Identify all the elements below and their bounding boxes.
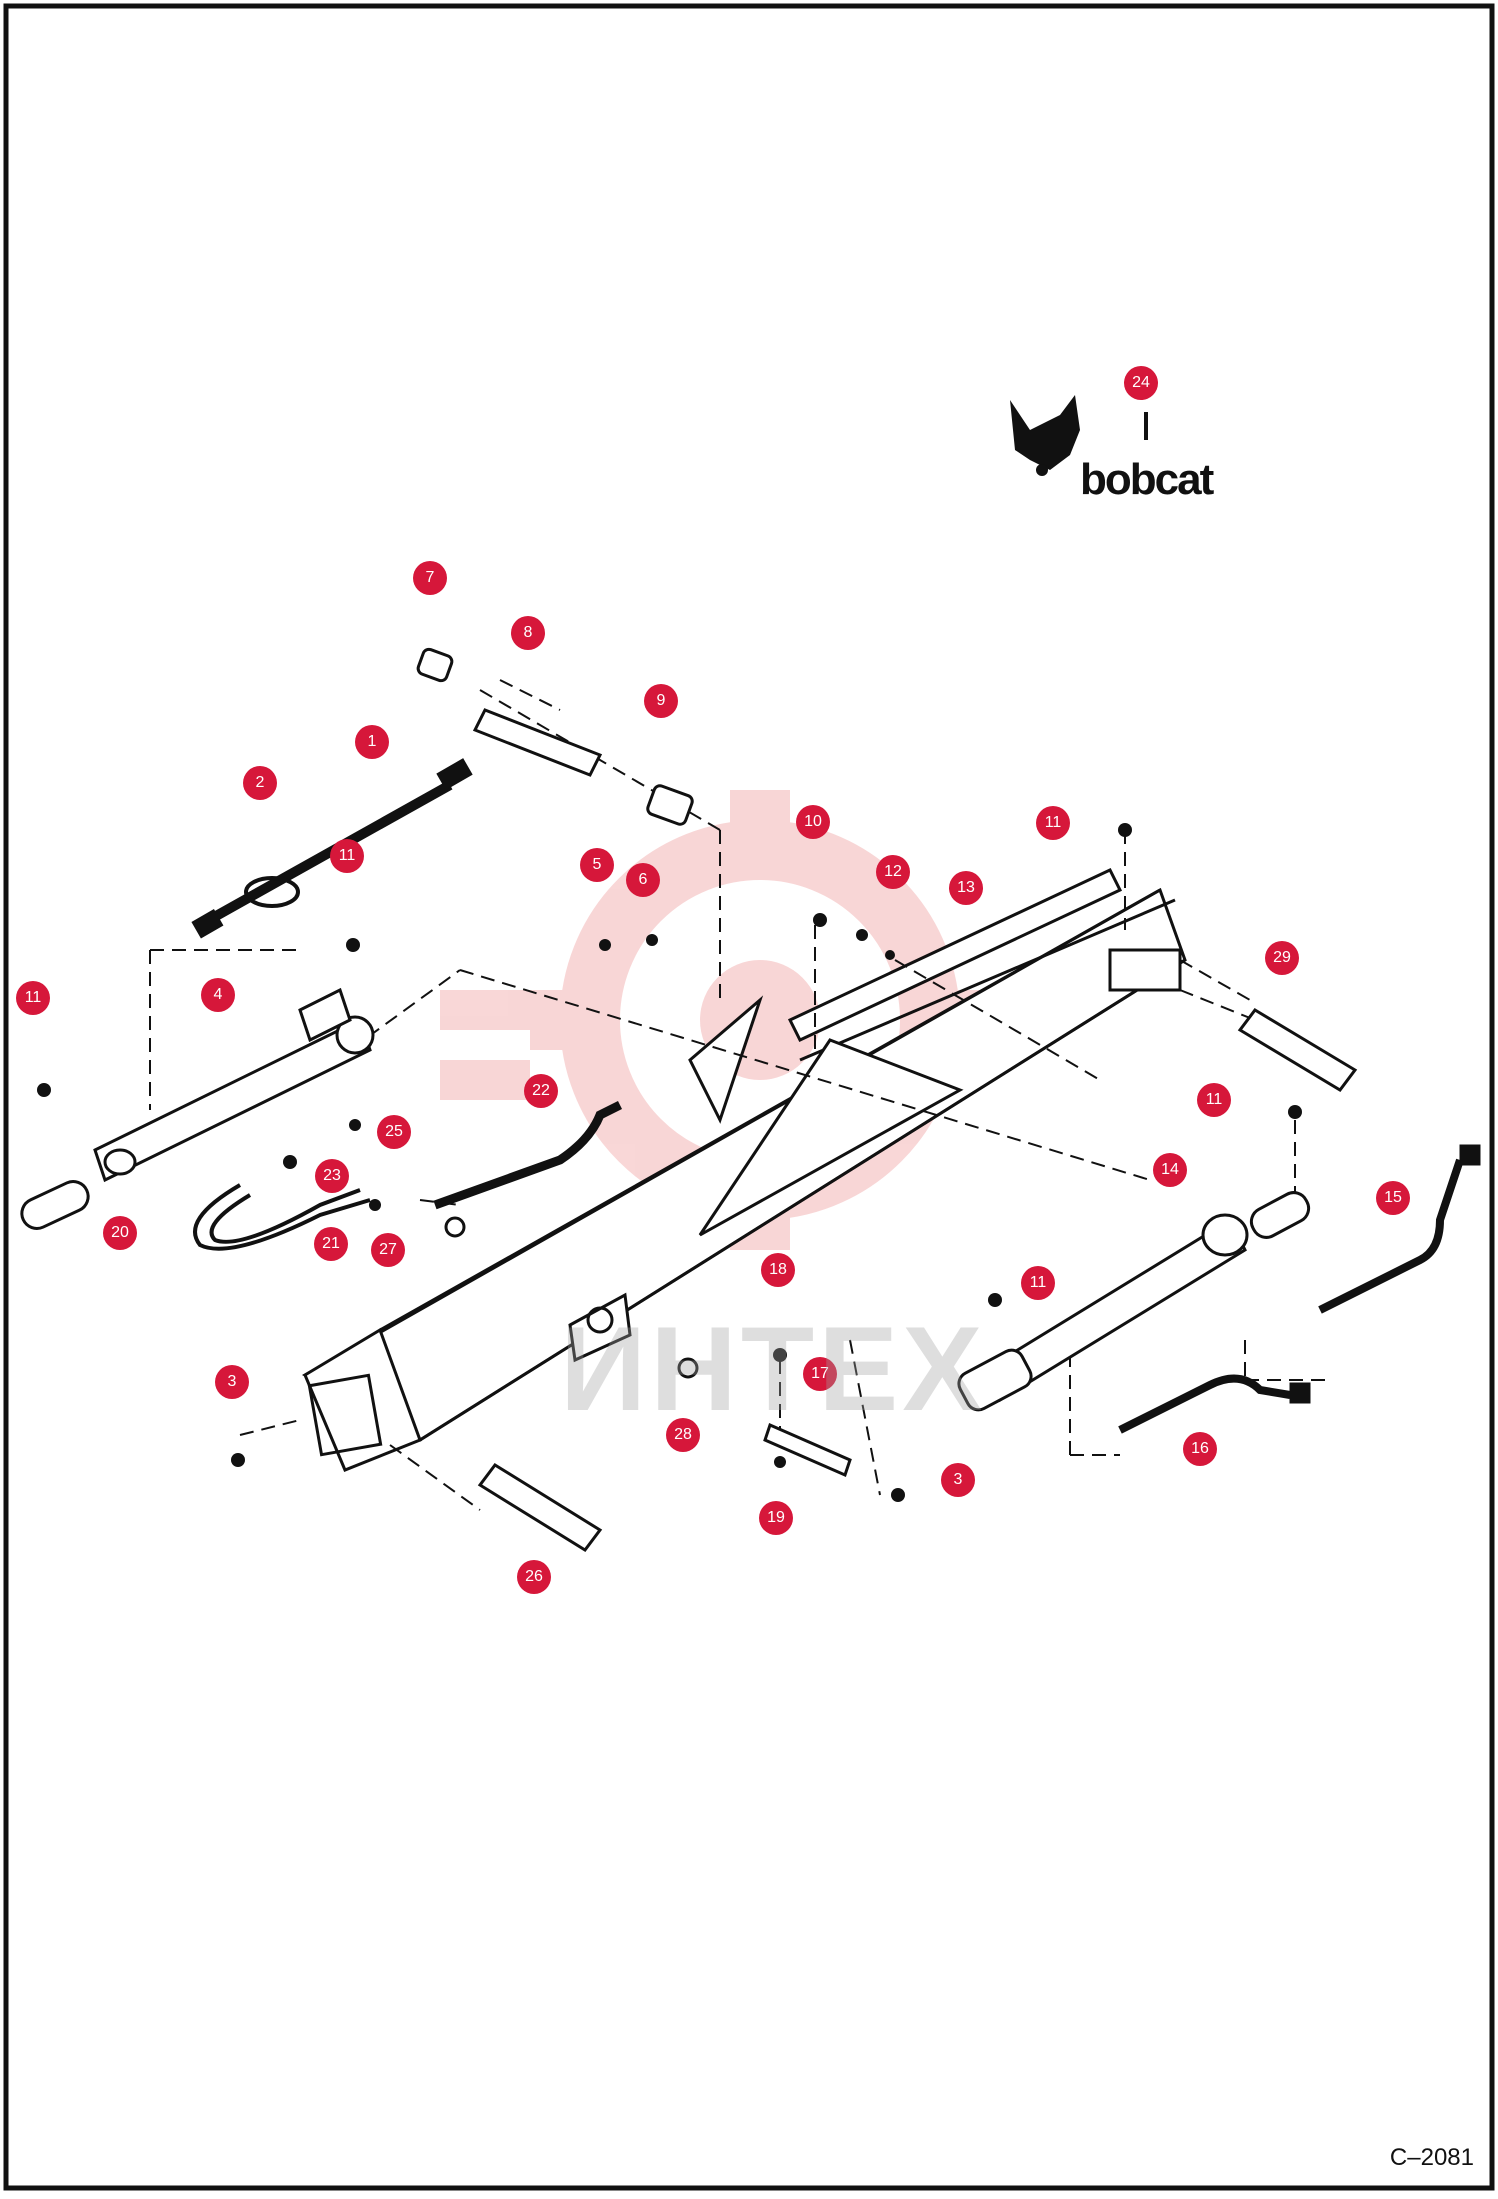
pin-part-8 bbox=[472, 708, 603, 777]
callout-c28: 28 bbox=[666, 1418, 700, 1452]
callout-c16: 16 bbox=[1183, 1432, 1217, 1466]
callout-c18: 18 bbox=[761, 1253, 795, 1287]
watermark-text: ИНТЕХ bbox=[560, 1302, 987, 1436]
callout-c13: 13 bbox=[949, 871, 983, 905]
cylinder-part-14 bbox=[957, 1191, 1311, 1412]
callout-c23: 23 bbox=[315, 1159, 349, 1193]
hydraulic-hose-part-1 bbox=[191, 758, 473, 939]
cylinder-part-4 bbox=[20, 987, 375, 1230]
bushing-part-7 bbox=[416, 647, 454, 683]
bushing-part-9 bbox=[646, 784, 694, 826]
callout-c8: 8 bbox=[511, 616, 545, 650]
callout-c11a: 11 bbox=[16, 981, 50, 1015]
drawing-code: C–2081 bbox=[1389, 2144, 1474, 2171]
callout-c12: 12 bbox=[876, 855, 910, 889]
callout-c5: 5 bbox=[580, 848, 614, 882]
pin-part-17 bbox=[763, 1422, 852, 1478]
hydraulic-hose-part-22 bbox=[433, 1100, 623, 1210]
callout-c15: 15 bbox=[1376, 1181, 1410, 1215]
pin-part-29 bbox=[1237, 1008, 1358, 1092]
callout-c27: 27 bbox=[371, 1233, 405, 1267]
boom-assembly bbox=[301, 868, 1187, 1472]
callout-c6: 6 bbox=[626, 863, 660, 897]
page-border bbox=[3, 3, 1495, 2191]
callout-c25: 25 bbox=[377, 1115, 411, 1149]
callout-c20: 20 bbox=[103, 1216, 137, 1250]
callout-c9: 9 bbox=[644, 684, 678, 718]
callout-c21: 21 bbox=[314, 1227, 348, 1261]
callout-c1: 1 bbox=[355, 725, 389, 759]
callout-c29: 29 bbox=[1265, 941, 1299, 975]
callout-c24: 24 bbox=[1124, 366, 1158, 400]
tube-part-20 bbox=[193, 1183, 371, 1251]
bobcat-wordmark: bobcat bbox=[1080, 455, 1214, 504]
callout-c11c: 11 bbox=[1036, 806, 1070, 840]
callout-c3b: 3 bbox=[941, 1463, 975, 1497]
fittings bbox=[37, 823, 1302, 1502]
callout-c3a: 3 bbox=[215, 1365, 249, 1399]
clamp-part-2 bbox=[244, 876, 300, 908]
callout-c22: 22 bbox=[524, 1074, 558, 1108]
pin-part-26 bbox=[477, 1463, 603, 1552]
hydraulic-hose-part-15 bbox=[1318, 1144, 1481, 1314]
callout-c14: 14 bbox=[1153, 1153, 1187, 1187]
bobcat-logo bbox=[1010, 395, 1148, 476]
hydraulic-hose-part-16 bbox=[1118, 1374, 1311, 1434]
callout-c7: 7 bbox=[413, 561, 447, 595]
callout-c2: 2 bbox=[243, 766, 277, 800]
callout-c11b: 11 bbox=[330, 839, 364, 873]
callout-c4: 4 bbox=[201, 978, 235, 1012]
callout-c11d: 11 bbox=[1197, 1083, 1231, 1117]
callout-c19: 19 bbox=[759, 1501, 793, 1535]
callout-c10: 10 bbox=[796, 805, 830, 839]
callout-c11e: 11 bbox=[1021, 1266, 1055, 1300]
callout-c17: 17 bbox=[803, 1357, 837, 1391]
callout-c26: 26 bbox=[517, 1560, 551, 1594]
